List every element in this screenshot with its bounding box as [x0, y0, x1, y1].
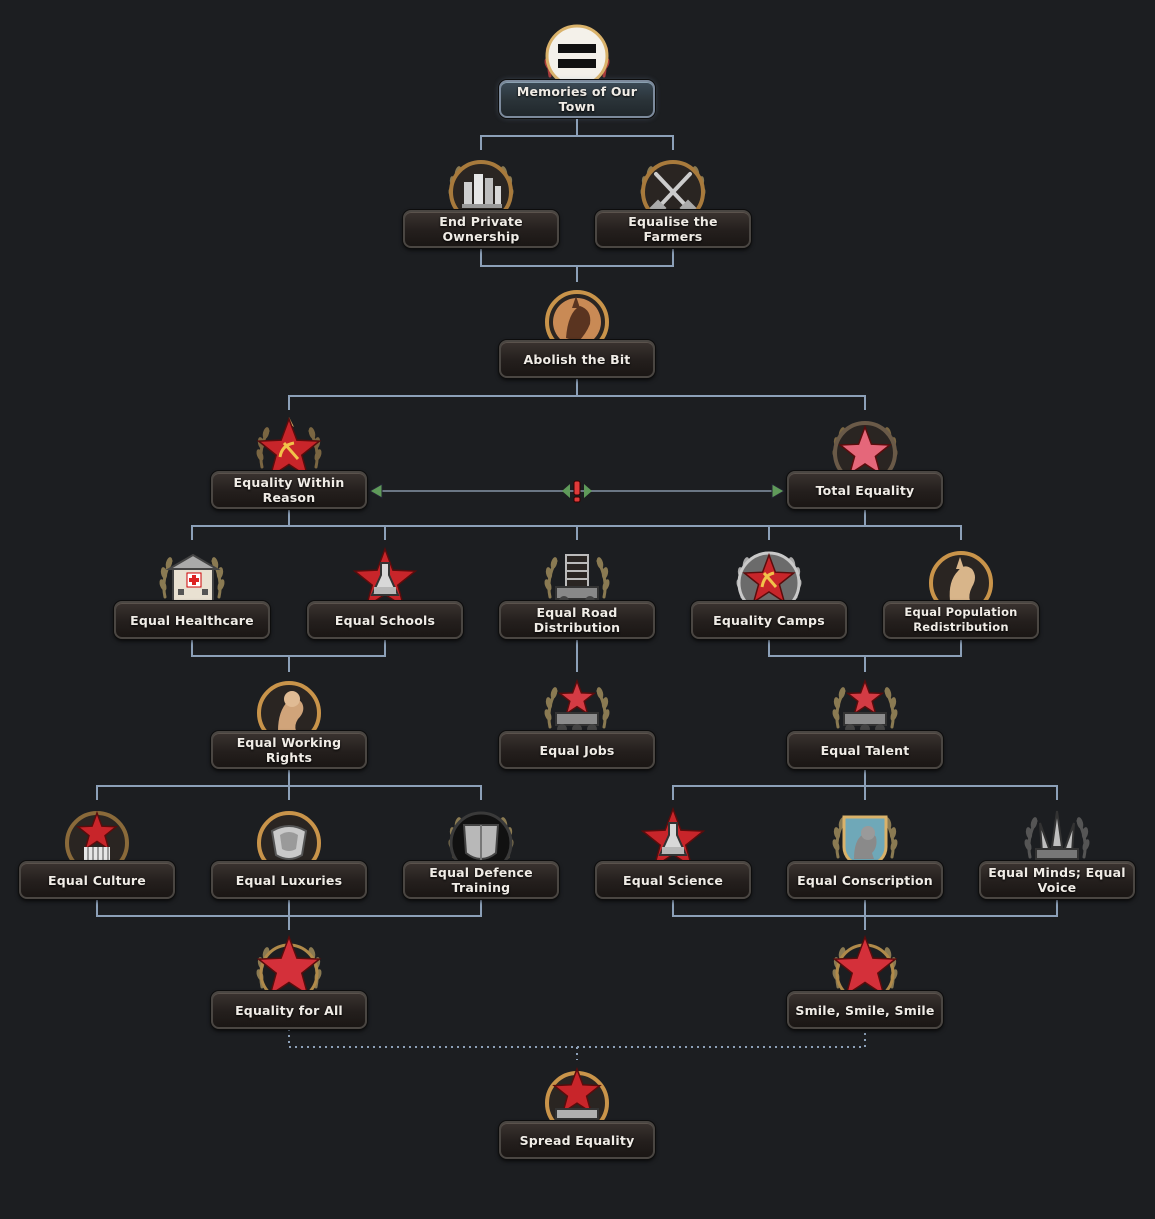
focus-label[interactable]: Equal Schools	[307, 601, 463, 639]
focus-abolish-bit[interactable]: Abolish the Bit	[499, 278, 655, 438]
focus-label[interactable]: Equal Healthcare	[114, 601, 270, 639]
focus-label[interactable]: Equality Within Reason	[211, 471, 367, 509]
focus-label[interactable]: Smile, Smile, Smile	[787, 991, 943, 1029]
focus-label[interactable]: Equal Defence Training	[403, 861, 559, 899]
focus-label[interactable]: Equality for All	[211, 991, 367, 1029]
focus-label[interactable]: Equal Luxuries	[211, 861, 367, 899]
focus-for-all[interactable]: Equality for All	[211, 929, 367, 1089]
focus-smile[interactable]: Smile, Smile, Smile	[787, 929, 943, 1089]
focus-label[interactable]: Equal Road Distribution	[499, 601, 655, 639]
focus-label[interactable]: Spread Equality	[499, 1121, 655, 1159]
focus-label[interactable]: Equal Jobs	[499, 731, 655, 769]
prereq-dotted-line	[289, 1029, 865, 1060]
focus-label[interactable]: Abolish the Bit	[499, 340, 655, 378]
focus-label[interactable]: Equal Conscription	[787, 861, 943, 899]
focus-label[interactable]: Memories of Our Town	[499, 80, 655, 118]
focus-label[interactable]: Equalise the Farmers	[595, 210, 751, 248]
mutual-exclusive-icon	[562, 481, 592, 502]
exclusive-arrow-right-icon	[772, 484, 784, 498]
focus-label[interactable]: Equal Talent	[787, 731, 943, 769]
focus-tree: Memories of Our Town End Private Ownersh…	[0, 0, 1155, 1174]
focus-label[interactable]: End Private Ownership	[403, 210, 559, 248]
focus-label[interactable]: Equality Camps	[691, 601, 847, 639]
focus-label[interactable]: Equal Population Redistribution	[883, 601, 1039, 639]
focus-culture[interactable]: Equal Culture	[19, 799, 175, 959]
focus-label[interactable]: Total Equality	[787, 471, 943, 509]
focus-defence[interactable]: Equal Defence Training	[403, 799, 559, 959]
focus-label[interactable]: Equal Minds; Equal Voice	[979, 861, 1135, 899]
exclusive-arrow-left-icon	[370, 484, 382, 498]
focus-label[interactable]: Equal Science	[595, 861, 751, 899]
focus-label[interactable]: Equal Working Rights	[211, 731, 367, 769]
focus-science[interactable]: Equal Science	[595, 799, 751, 959]
focus-spread[interactable]: Spread Equality	[499, 1059, 655, 1219]
focus-label[interactable]: Equal Culture	[19, 861, 175, 899]
focus-minds[interactable]: Equal Minds; Equal Voice	[979, 799, 1135, 959]
